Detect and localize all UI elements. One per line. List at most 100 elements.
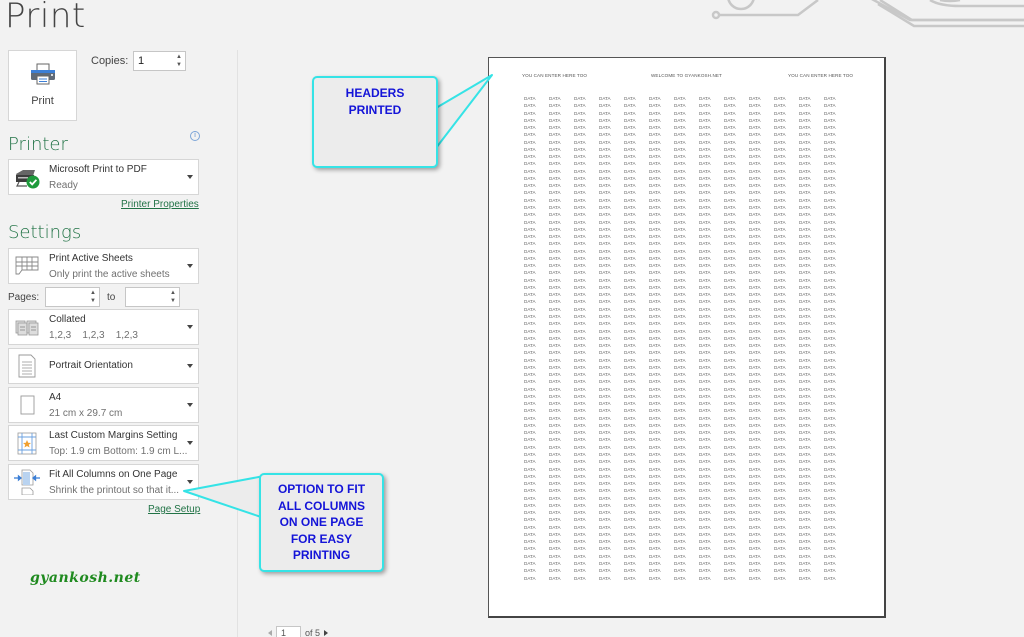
preview-cell: DATA xyxy=(649,197,661,203)
preview-cell: DATA xyxy=(749,517,761,523)
paper-size-title: A4 xyxy=(49,392,62,403)
preview-cell: DATA xyxy=(624,277,636,283)
preview-cell: DATA xyxy=(599,415,611,421)
preview-cell: DATA xyxy=(599,197,611,203)
preview-cell: DATA xyxy=(724,277,736,283)
preview-cell: DATA xyxy=(599,386,611,392)
preview-cell: DATA xyxy=(574,539,586,545)
preview-cell: DATA xyxy=(624,219,636,225)
preview-cell: DATA xyxy=(724,401,736,407)
preview-cell: DATA xyxy=(549,103,561,109)
preview-cell: DATA xyxy=(799,292,811,298)
preview-cell: DATA xyxy=(649,495,661,501)
preview-cell: DATA xyxy=(774,175,786,181)
preview-cell: DATA xyxy=(649,459,661,465)
preview-cell: DATA xyxy=(524,430,536,436)
preview-cell: DATA xyxy=(749,357,761,363)
preview-cell: DATA xyxy=(774,553,786,559)
copies-stepper-icon[interactable]: ▲▼ xyxy=(176,54,182,68)
preview-cell: DATA xyxy=(524,284,536,290)
margins-dropdown[interactable]: Last Custom Margins Setting Top: 1.9 cm … xyxy=(8,425,199,461)
printer-dropdown[interactable]: Microsoft Print to PDF Ready xyxy=(8,159,199,195)
paper-size-dropdown[interactable]: A4 21 cm x 29.7 cm xyxy=(8,387,199,423)
preview-cell: DATA xyxy=(699,335,711,341)
preview-cell: DATA xyxy=(774,502,786,508)
preview-cell: DATA xyxy=(599,510,611,516)
preview-cell: DATA xyxy=(524,495,536,501)
preview-cell: DATA xyxy=(574,306,586,312)
preview-cell: DATA xyxy=(624,197,636,203)
preview-cell: DATA xyxy=(724,96,736,101)
pages-from-input[interactable]: ▲▼ xyxy=(45,287,100,307)
preview-cell: DATA xyxy=(524,313,536,319)
printer-properties-link[interactable]: Printer Properties xyxy=(121,199,199,210)
preview-cell: DATA xyxy=(799,248,811,254)
preview-cell: DATA xyxy=(774,386,786,392)
preview-cell: DATA xyxy=(549,183,561,189)
copies-input[interactable]: 1 ▲▼ xyxy=(133,51,186,71)
preview-cell: DATA xyxy=(649,154,661,160)
collation-dropdown[interactable]: Collated 1,2,3 1,2,3 1,2,3 xyxy=(8,309,199,345)
preview-cell: DATA xyxy=(549,568,561,574)
preview-cell: DATA xyxy=(624,183,636,189)
preview-cell: DATA xyxy=(599,517,611,523)
preview-cell: DATA xyxy=(724,466,736,472)
preview-cell: DATA xyxy=(799,488,811,494)
preview-cell: DATA xyxy=(799,212,811,218)
preview-cell: DATA xyxy=(549,270,561,276)
print-button[interactable]: Print xyxy=(8,50,77,121)
preview-cell: DATA xyxy=(774,125,786,131)
preview-cell: DATA xyxy=(524,459,536,465)
preview-cell: DATA xyxy=(724,212,736,218)
preview-cell: DATA xyxy=(549,343,561,349)
page-setup-link[interactable]: Page Setup xyxy=(148,504,201,515)
preview-cell: DATA xyxy=(799,386,811,392)
preview-cell: DATA xyxy=(824,226,836,232)
preview-cell: DATA xyxy=(624,415,636,421)
preview-cell: DATA xyxy=(774,452,786,458)
preview-cell: DATA xyxy=(799,539,811,545)
preview-cell: DATA xyxy=(624,168,636,174)
preview-cell: DATA xyxy=(824,386,836,392)
preview-cell: DATA xyxy=(824,553,836,559)
preview-cell: DATA xyxy=(549,401,561,407)
preview-cell: DATA xyxy=(724,350,736,356)
preview-cell: DATA xyxy=(649,175,661,181)
preview-cell: DATA xyxy=(699,197,711,203)
callout-fit-tail xyxy=(183,475,265,519)
preview-cell: DATA xyxy=(674,154,686,160)
print-what-dropdown[interactable]: Print Active Sheets Only print the activ… xyxy=(8,248,199,284)
preview-cell: DATA xyxy=(624,510,636,516)
preview-cell: DATA xyxy=(699,401,711,407)
pages-to-input[interactable]: ▲▼ xyxy=(125,287,180,307)
preview-cell: DATA xyxy=(524,561,536,566)
previous-page-icon[interactable] xyxy=(268,630,272,636)
preview-cell: DATA xyxy=(574,401,586,407)
preview-cell: DATA xyxy=(749,553,761,559)
preview-cell: DATA xyxy=(674,488,686,494)
current-page-input[interactable]: 1 xyxy=(276,626,301,637)
preview-cell: DATA xyxy=(674,357,686,363)
preview-cell: DATA xyxy=(624,437,636,443)
orientation-dropdown[interactable]: Portrait Orientation xyxy=(8,348,199,384)
preview-cell: DATA xyxy=(524,103,536,109)
preview-cell: DATA xyxy=(524,146,536,152)
preview-cell: DATA xyxy=(674,234,686,240)
pages-from-stepper-icon[interactable]: ▲▼ xyxy=(90,290,96,304)
pages-to-stepper-icon[interactable]: ▲▼ xyxy=(170,290,176,304)
preview-cell: DATA xyxy=(549,415,561,421)
preview-cell: DATA xyxy=(749,241,761,247)
preview-cell: DATA xyxy=(624,430,636,436)
preview-cell: DATA xyxy=(549,263,561,269)
preview-cell: DATA xyxy=(624,473,636,479)
preview-cell: DATA xyxy=(774,343,786,349)
preview-cell: DATA xyxy=(599,292,611,298)
preview-cell: DATA xyxy=(574,299,586,305)
preview-cell: DATA xyxy=(674,299,686,305)
preview-cell: DATA xyxy=(774,284,786,290)
next-page-icon[interactable] xyxy=(324,630,329,636)
preview-cell: DATA xyxy=(824,364,836,370)
scaling-dropdown[interactable]: Fit All Columns on One Page Shrink the p… xyxy=(8,464,199,500)
info-icon[interactable]: i xyxy=(190,131,200,141)
preview-cell: DATA xyxy=(724,444,736,450)
